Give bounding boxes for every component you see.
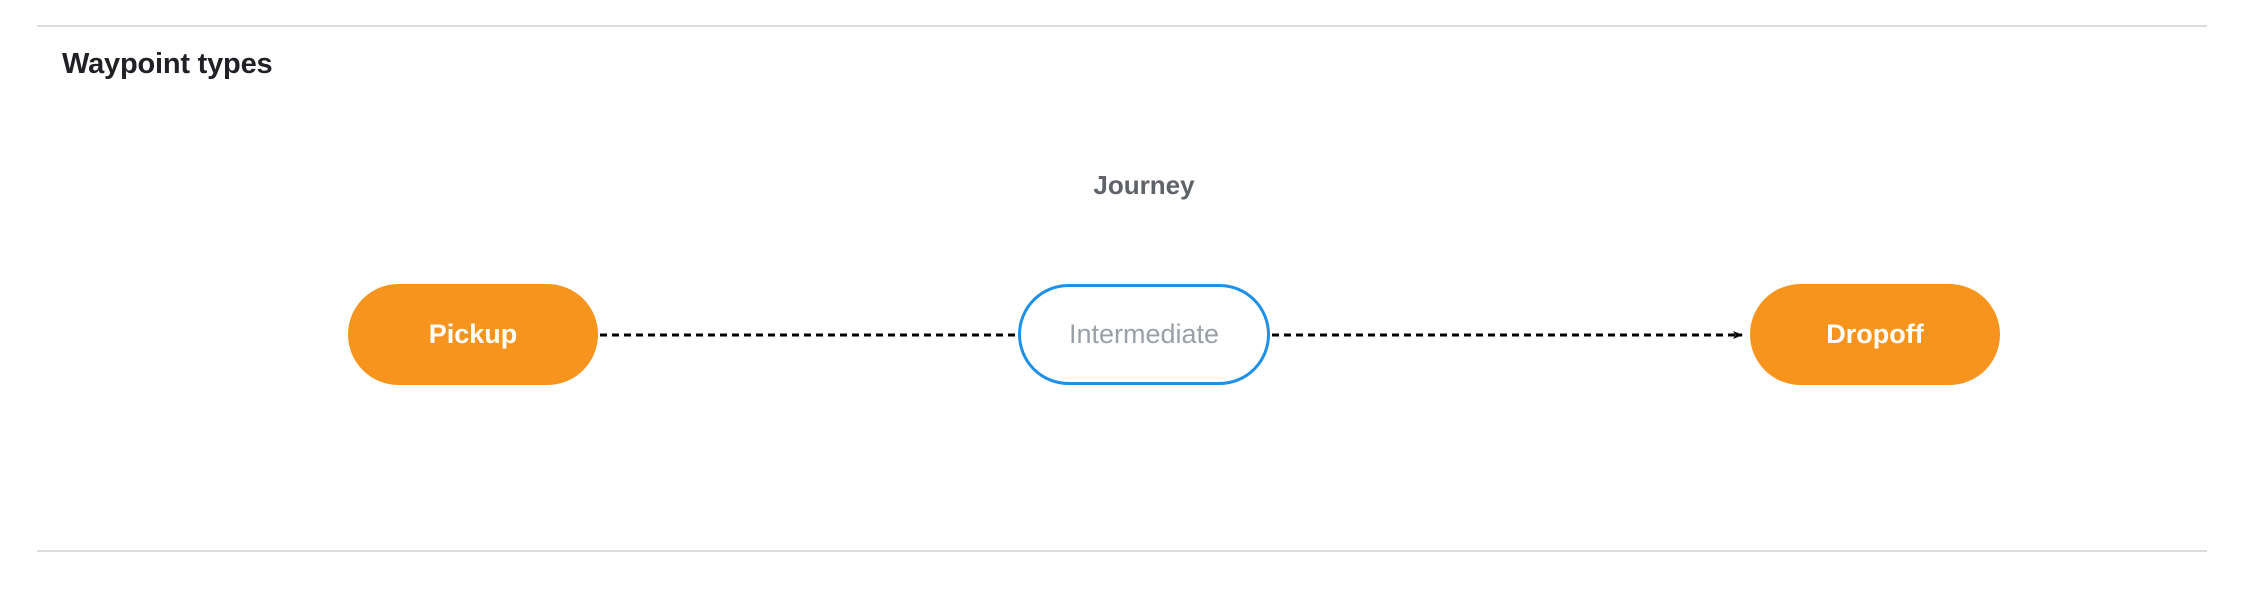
section-divider-bottom [37,550,2207,552]
node-pickup-label: Pickup [428,319,518,349]
journey-group-label: Journey [1093,170,1195,200]
node-intermediate[interactable]: Intermediate [1018,284,1270,385]
node-pickup[interactable]: Pickup [348,284,598,385]
node-dropoff[interactable]: Dropoff [1750,284,2000,385]
node-intermediate-label: Intermediate [1068,319,1220,349]
node-dropoff-label: Dropoff [1826,319,1924,349]
page-title: Waypoint types [62,48,273,80]
section-divider-top [37,25,2207,27]
